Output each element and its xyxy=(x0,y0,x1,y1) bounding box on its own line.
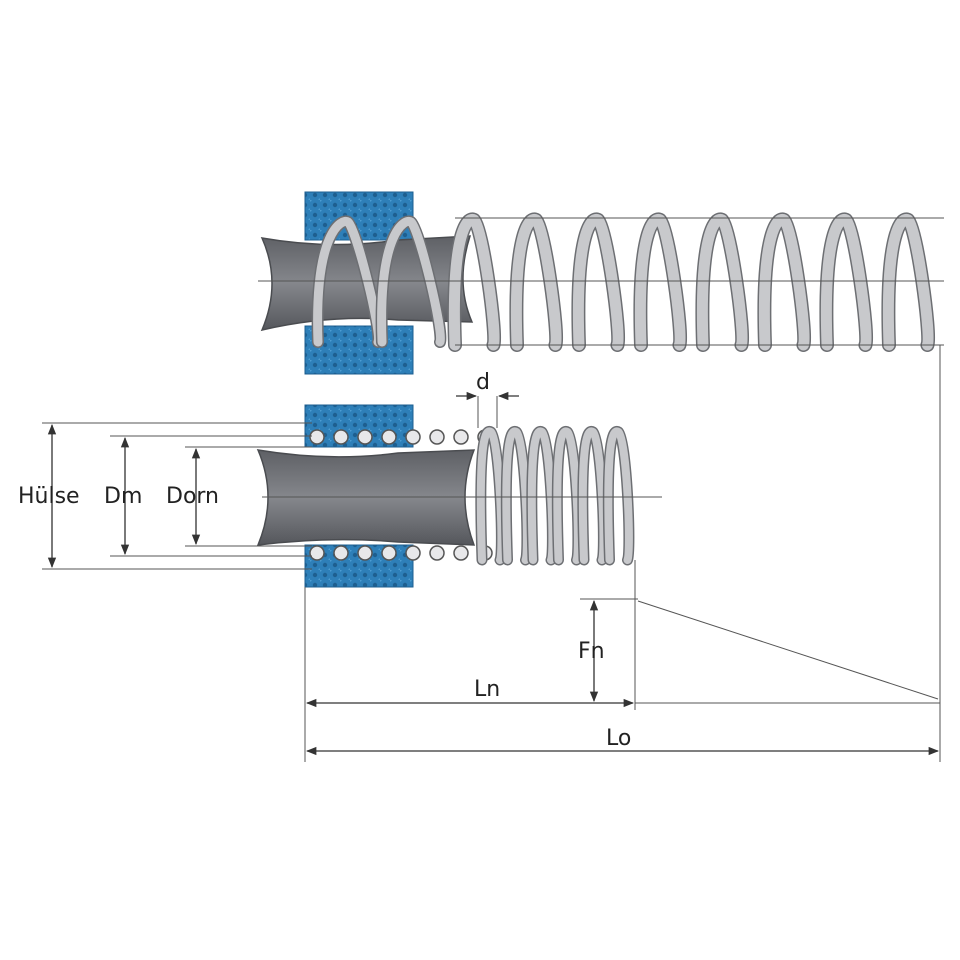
wire-section xyxy=(381,429,397,445)
label-dm: Dm xyxy=(104,484,142,509)
top-assembly xyxy=(258,191,944,375)
wire-section xyxy=(453,429,469,445)
label-fn: Fn xyxy=(578,639,605,664)
wire-section xyxy=(357,545,373,561)
wire-section xyxy=(453,545,469,561)
spring-coil xyxy=(448,214,500,351)
label-huelse: Hülse xyxy=(18,484,80,509)
wire-section xyxy=(309,545,325,561)
wire-cross-sections xyxy=(309,429,493,561)
bottom-assembly xyxy=(256,404,662,588)
spring-coil xyxy=(758,214,810,351)
label-dorn: Dorn xyxy=(166,484,219,509)
spring-coil xyxy=(696,214,748,351)
wire-section xyxy=(333,429,349,445)
wire-section xyxy=(405,429,421,445)
spring-coil xyxy=(313,216,383,347)
wire-section xyxy=(405,545,421,561)
spring-loaded xyxy=(475,425,635,566)
force-characteristic-line xyxy=(637,600,939,700)
label-lo: Lo xyxy=(606,726,631,751)
spring-coil xyxy=(820,214,872,351)
wire-diameter-dimension: d xyxy=(456,370,519,428)
label-ln: Ln xyxy=(474,677,500,702)
wire-section xyxy=(357,429,373,445)
spring-free xyxy=(311,212,936,352)
length-dimensions: Fn Ln Lo xyxy=(304,345,941,762)
wire-section xyxy=(333,545,349,561)
wire-section xyxy=(309,429,325,445)
wire-section xyxy=(381,545,397,561)
diameter-dimensions: Hülse Dm Dorn xyxy=(18,422,312,570)
label-d: d xyxy=(476,370,490,395)
wire-section xyxy=(429,545,445,561)
spring-coil xyxy=(634,214,686,351)
spring-coil xyxy=(882,214,934,351)
spring-coil xyxy=(572,214,624,351)
spring-coil xyxy=(510,214,562,351)
wire-section xyxy=(429,429,445,445)
spring-coil xyxy=(604,427,633,564)
spring-coil xyxy=(377,216,445,347)
